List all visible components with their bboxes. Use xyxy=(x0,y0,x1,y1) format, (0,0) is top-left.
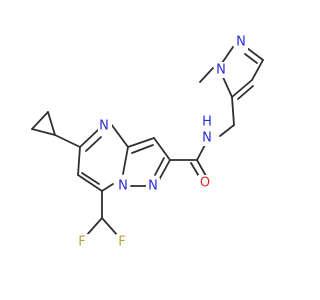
bond-cyclopropyl-c5 xyxy=(54,134,81,148)
atom-n-methylpyrazole-1: N xyxy=(216,63,226,78)
pyrazole-ring xyxy=(127,137,171,187)
atom-n-bridgehead: N xyxy=(118,179,128,194)
atom-h-amide: H xyxy=(202,115,212,130)
atom-f-left: F xyxy=(78,235,85,250)
atom-f-right: F xyxy=(118,235,125,250)
atom-n-amide: N xyxy=(202,131,212,146)
cyclopropyl-ring xyxy=(31,111,56,136)
atom-n-pyrazole: N xyxy=(148,179,158,194)
methylpyrazole-ring xyxy=(199,46,264,126)
molecule-structure: N N N N H O N N F F xyxy=(31,34,264,250)
atom-n-methylpyrazole-2: N xyxy=(236,35,246,50)
atom-n-pyrimidine: N xyxy=(99,119,109,134)
atom-o-carbonyl: O xyxy=(200,176,210,191)
difluoromethyl-group xyxy=(85,190,119,237)
atom-labels: N N N N H O N N F F xyxy=(76,34,248,250)
pyrimidine-ring xyxy=(77,123,129,192)
